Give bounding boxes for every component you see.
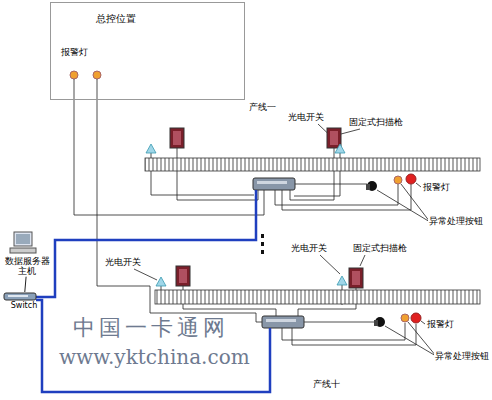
conveyor <box>155 290 480 304</box>
node-title: Switch <box>0 301 48 310</box>
alarm-lamp <box>70 71 78 79</box>
part-label: 报警灯 <box>422 183 451 193</box>
conveyor <box>145 158 480 171</box>
switch-icon <box>4 293 36 300</box>
server-label: 数据服务器主机 <box>2 256 52 277</box>
ellipsis-dots <box>261 234 264 254</box>
part-label: 固定式扫描枪 <box>352 244 408 254</box>
node-title: 总控位置 <box>96 13 136 25</box>
network-cable <box>36 190 270 392</box>
watermark: 中国一卡通网 <box>72 317 230 339</box>
node-title: 数据服务器主机 <box>2 256 52 277</box>
alarm-lamp <box>93 71 101 79</box>
control-room: 总控位置报警灯 <box>50 2 245 100</box>
part-label: 固定式扫描枪 <box>348 118 404 128</box>
part-label: 光电开关 <box>104 258 142 268</box>
watermark: www.yktchina.com <box>58 347 251 367</box>
part-label: 光电开关 <box>290 244 328 254</box>
signal-wire <box>74 79 416 345</box>
part-label: 光电开关 <box>287 113 325 123</box>
server-icon <box>10 232 36 253</box>
line-name: 产线一 <box>248 103 277 113</box>
cable-connector <box>25 277 26 292</box>
fixed-scanner <box>170 128 363 288</box>
photo-switch <box>146 144 347 286</box>
part-label: 异常处理按钮 <box>428 217 484 227</box>
node-text: 报警灯 <box>61 47 88 57</box>
part-label: 报警灯 <box>426 320 455 330</box>
exception-button <box>366 181 385 327</box>
switch-box: Switch <box>0 292 48 310</box>
line-name: 产线十 <box>312 380 341 390</box>
part-label: 异常处理按钮 <box>434 352 490 362</box>
